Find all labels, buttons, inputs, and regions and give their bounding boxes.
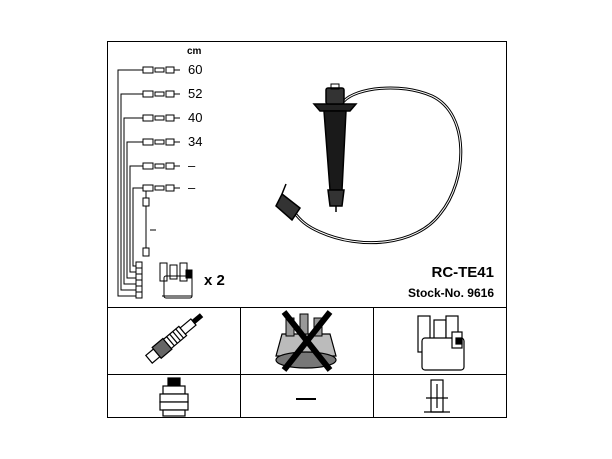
plug-connector-icon <box>159 377 189 417</box>
lead-length-5: – <box>188 158 196 173</box>
coil-quantity-label: x 2 <box>204 272 225 289</box>
diagram-frame <box>107 41 507 418</box>
distributor-cap-crossed-icon <box>275 310 337 372</box>
connector-row-1 <box>142 66 180 74</box>
connector-row-6 <box>142 184 180 192</box>
ignition-lead-illustration <box>275 83 463 245</box>
stock-number: Stock-No. 9616 <box>407 286 494 300</box>
lead-length-4: 34 <box>188 134 203 149</box>
lead-length-1: 60 <box>188 62 203 77</box>
lead-length-3: 40 <box>188 110 203 125</box>
coil-connector-icon <box>424 379 450 413</box>
length-unit-label: cm <box>187 46 202 57</box>
coil-pair-icon <box>159 262 193 299</box>
ignition-coil-icon <box>417 315 465 371</box>
lead-length-2: 52 <box>188 86 203 101</box>
connector-row-4 <box>142 138 180 146</box>
connector-row-3 <box>142 114 180 122</box>
lead-length-6: – <box>188 180 196 195</box>
wire-set-schematic <box>117 66 193 299</box>
connector-row-2 <box>142 90 180 98</box>
spark-plug-icon <box>144 313 204 364</box>
dash <box>296 398 316 400</box>
model-number: RC-TE41 <box>431 264 494 281</box>
connector-row-5 <box>142 162 180 170</box>
